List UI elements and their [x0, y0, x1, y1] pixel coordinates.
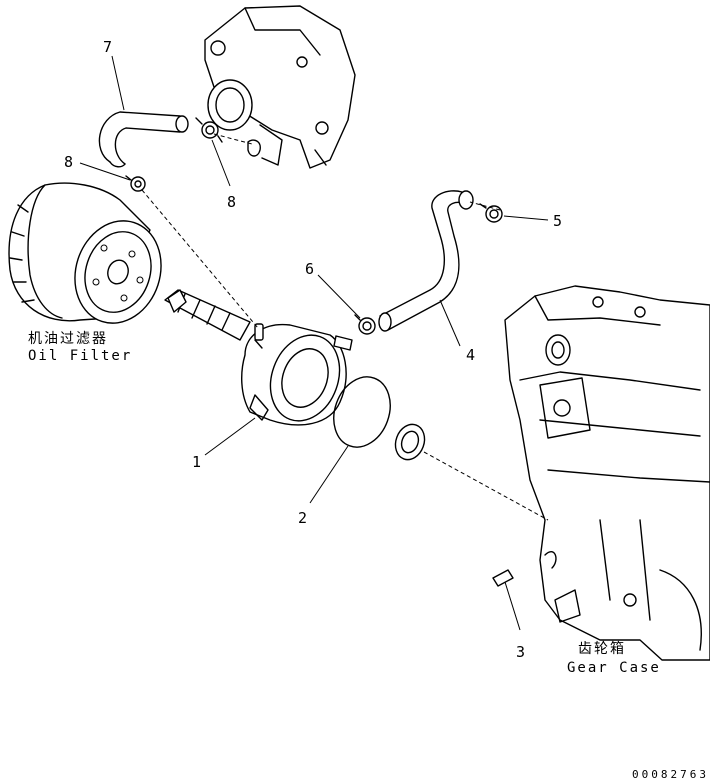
- callout-8-upper: 8: [227, 193, 236, 211]
- leader-lines: [79, 55, 549, 631]
- o-ring: [333, 376, 391, 448]
- callout-7: 7: [103, 38, 112, 56]
- callout-2: 2: [298, 509, 307, 527]
- oil-filter: [8, 182, 162, 324]
- clamp-8-left: [125, 175, 146, 192]
- callout-3: 3: [516, 643, 525, 661]
- hose-4: [378, 190, 474, 332]
- connector-stud: [164, 289, 251, 341]
- callout-5: 5: [553, 212, 562, 230]
- water-pump-housing: [204, 5, 356, 169]
- drawing-number: 00082763: [632, 768, 709, 781]
- seal-ring: [394, 423, 426, 461]
- callout-4: 4: [466, 346, 475, 364]
- oil-filter-label-en: Oil Filter: [28, 348, 132, 364]
- oil-filter-label-cn: 机油过滤器: [28, 331, 108, 347]
- hose-7: [98, 111, 189, 168]
- callout-8-left: 8: [64, 153, 73, 171]
- clamp-6: [354, 314, 376, 335]
- callout-6: 6: [305, 260, 314, 278]
- gear-case-label-cn: 齿轮箱: [578, 641, 626, 657]
- gear-case: [504, 285, 710, 661]
- alignment-lines: [141, 133, 549, 521]
- clamp-5: [479, 203, 503, 223]
- oil-cooler-body: [241, 323, 353, 426]
- callout-1: 1: [192, 453, 201, 471]
- dowel-pin: [492, 569, 514, 587]
- gear-case-label-en: Gear Case: [567, 660, 661, 676]
